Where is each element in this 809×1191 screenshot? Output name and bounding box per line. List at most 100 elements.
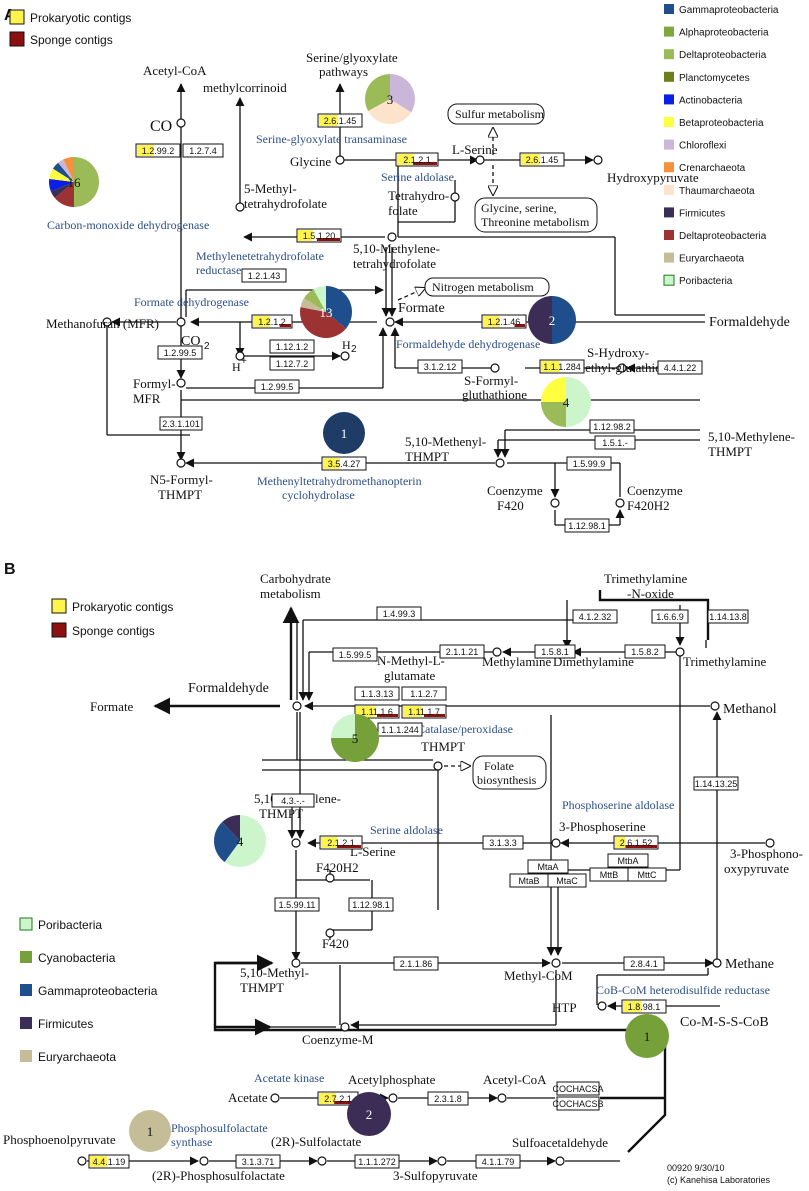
ec-box-e44119[interactable]: 4.4.1.19 xyxy=(88,1154,130,1169)
compound-formyl-mfr-2: MFR xyxy=(133,391,161,406)
ec-box-e114325[interactable]: 1.14.13.25 xyxy=(693,776,739,791)
ec-box-e21186[interactable]: 2.1.1.86 xyxy=(393,956,439,971)
ec-box-e313171[interactable]: 3.1.3.71 xyxy=(235,1154,281,1169)
ec-box-mtac[interactable]: MtaC xyxy=(547,873,587,888)
ec-box-e11272[interactable]: 1.12.7.2 xyxy=(269,356,315,371)
ec-box-e1581[interactable]: 1.5.8.1 xyxy=(534,644,576,659)
nitrogen-metabolism-box[interactable] xyxy=(424,277,550,297)
ec-box-e14993[interactable]: 1.4.99.3 xyxy=(376,606,422,621)
ec-label: 1.14.13.8 xyxy=(709,612,747,622)
ec-box-e12143[interactable]: 1.2.1.43 xyxy=(241,268,287,283)
ec-box-e41232[interactable]: 4.1.2.32 xyxy=(572,609,618,624)
taxa-swatch-a xyxy=(664,184,674,195)
ec-box-mtaa[interactable]: MtaA xyxy=(527,859,569,874)
ec-box-e261452[interactable]: 2.6.1.45 xyxy=(519,152,565,167)
compound-n-methyl-1: N-Methyl-L- xyxy=(377,653,445,668)
pie-count: 1 xyxy=(644,1029,651,1044)
panel-a: A Prokaryotic contigs Sponge contigs Gam… xyxy=(4,4,795,533)
ec-box-e12995b[interactable]: 1.2.99.5 xyxy=(254,379,300,394)
compound-trimethylamine: Trimethylamine xyxy=(683,654,767,669)
ec-box-e1669[interactable]: 1.6.6.9 xyxy=(651,609,689,624)
ec-label: 2.3.1.8 xyxy=(434,1094,462,1104)
ec-box-e159911[interactable]: 1.5.99.11 xyxy=(274,897,320,912)
ec-label: 1.1.2.7 xyxy=(410,689,438,699)
gst-metabolism-box[interactable] xyxy=(474,197,598,233)
ec-box-e18981[interactable]: 1.8.98.1 xyxy=(621,999,667,1014)
ec-box-e114138[interactable]: 1.14.13.8 xyxy=(707,609,749,624)
compound-co2-sub: 2 xyxy=(204,341,210,352)
pie-slice xyxy=(49,178,74,192)
ec-box-e112982[interactable]: 1.12.98.2 xyxy=(589,419,635,434)
ec-box-e261451[interactable]: 2.6.1.45 xyxy=(317,113,363,128)
ec-label: COCHACSB xyxy=(552,1099,603,1109)
footer-date: 00920 9/30/10 xyxy=(667,1163,725,1173)
ec-box-mtba[interactable]: MtbA xyxy=(607,853,649,868)
ec-box-e11212[interactable]: 1.12.1.2 xyxy=(269,339,315,354)
enzyme-mthf-reductase-2: reductase xyxy=(196,263,241,277)
sponge-label: Sponge contigs xyxy=(30,33,113,47)
ec-box-e1212[interactable]: 1.2.1.2 xyxy=(251,314,293,329)
compound-sulfur-metabolism: Sulfur metabolism xyxy=(455,107,545,121)
compound-methylene-thmpt-2: THMPT xyxy=(708,444,752,459)
ec-box-e26152[interactable]: 2.6.1.52 xyxy=(613,835,659,850)
sulfur-metabolism-box[interactable] xyxy=(447,103,545,125)
compound-formyl-mfr-1: Formyl- xyxy=(133,376,176,391)
ec-box-e35427[interactable]: 3.5.4.27 xyxy=(321,456,367,471)
ec-box-e1274[interactable]: 1.2.7.4 xyxy=(182,143,224,158)
pie-slice xyxy=(222,815,240,841)
ec-box-e15995[interactable]: 1.5.99.5 xyxy=(332,647,378,662)
ec-box-e231101[interactable]: 2.3.1.101 xyxy=(159,416,203,431)
ec-box-e21121[interactable]: 2.1.1.21 xyxy=(439,644,485,659)
ec-label: 1.12.98.2 xyxy=(593,422,631,432)
ec-label: 3.5.4.27 xyxy=(328,459,361,469)
ec-box-e2841[interactable]: 2.8.4.1 xyxy=(623,956,665,971)
ec-box-cdha[interactable]: COCHACSA xyxy=(552,1081,604,1096)
ec-label: MtbA xyxy=(617,856,638,866)
ec-box-e2318[interactable]: 2.3.1.8 xyxy=(427,1091,469,1106)
ec-box-cdhb[interactable]: COCHACSB xyxy=(552,1096,604,1111)
ec-box-e1582[interactable]: 1.5.8.2 xyxy=(624,644,666,659)
ec-box-e112981[interactable]: 1.12.98.1 xyxy=(348,897,394,912)
ec-box-mttc[interactable]: MttC xyxy=(627,867,667,882)
ec-box-e1127[interactable]: 1.1.2.7 xyxy=(401,686,447,701)
ec-box-e11244[interactable]: 1.1.1.244 xyxy=(377,722,423,737)
ec-box-mttb[interactable]: MttB xyxy=(589,867,629,882)
ec-box-e15120[interactable]: 1.5.1.20 xyxy=(296,228,342,243)
pie-slice xyxy=(300,307,347,339)
ec-box-e41179[interactable]: 4.1.1.79 xyxy=(475,1154,521,1169)
compound-phosphoserine: 3-Phosphoserine xyxy=(559,819,646,834)
folate-biosynthesis-box[interactable] xyxy=(472,755,547,790)
enzyme-catalase: Catalase/peroxidase xyxy=(417,722,513,736)
pathway-lines-a xyxy=(106,83,705,526)
ec-box-e11284[interactable]: 1.1.1.284 xyxy=(539,359,585,374)
ec-label: 4.4.1.19 xyxy=(93,1157,126,1167)
ec-box-e43[interactable]: 4.3.-.- xyxy=(271,793,315,808)
ec-box-e12995a[interactable]: 1.2.99.5 xyxy=(157,345,203,360)
ec-box-e2721[interactable]: 2.7.2.1 xyxy=(317,1091,359,1106)
ec-box-e31212[interactable]: 3.1.2.12 xyxy=(417,359,463,374)
compound-gst-2: Threonine metabolism xyxy=(481,215,590,229)
taxa-legend-b: PoribacteriaCyanobacteriaGammaproteobact… xyxy=(19,917,158,1064)
ec-box-e111272[interactable]: 1.1.1.272 xyxy=(354,1154,400,1169)
compound-r2-phosphosulfolactate: (2R)-Phosphosulfolactate xyxy=(152,1168,285,1183)
ec-box-e3133[interactable]: 3.1.3.3 xyxy=(482,835,524,850)
ec-box-e112981[interactable]: 1.12.98.1 xyxy=(564,518,610,533)
ec-box-e11116[interactable]: 1.11.1.6 xyxy=(354,704,400,719)
ec-box-e2121[interactable]: 2.1.2.1 xyxy=(319,835,363,850)
ec-box-e11117[interactable]: 1.11.1.7 xyxy=(401,704,447,719)
ec-label: 2.1.2.1 xyxy=(327,838,355,848)
ec-label: 1.2.7.4 xyxy=(189,146,217,156)
ec-label: 2.1.1.21 xyxy=(446,647,479,657)
ec-box-e15999[interactable]: 1.5.99.9 xyxy=(566,456,612,471)
ec-box-e12146[interactable]: 1.2.1.46 xyxy=(481,314,527,329)
sponge-label-b: Sponge contigs xyxy=(72,624,155,638)
ec-label: 1.5.8.1 xyxy=(541,647,569,657)
ec-box-e11313[interactable]: 1.1.3.13 xyxy=(354,686,400,701)
panel-b-label: B xyxy=(4,561,16,578)
enzyme-pst-2: synthase xyxy=(171,1135,212,1149)
ec-box-e2121[interactable]: 2.1.2.1 xyxy=(395,152,439,167)
ec-box-e151[interactable]: 1.5.1.- xyxy=(594,435,636,450)
ec-box-e44122[interactable]: 4.4.1.22 xyxy=(657,360,703,375)
ec-box-e12992[interactable]: 1.2.99.2 xyxy=(135,143,181,158)
ec-box-mtab[interactable]: MtaB xyxy=(509,873,549,888)
